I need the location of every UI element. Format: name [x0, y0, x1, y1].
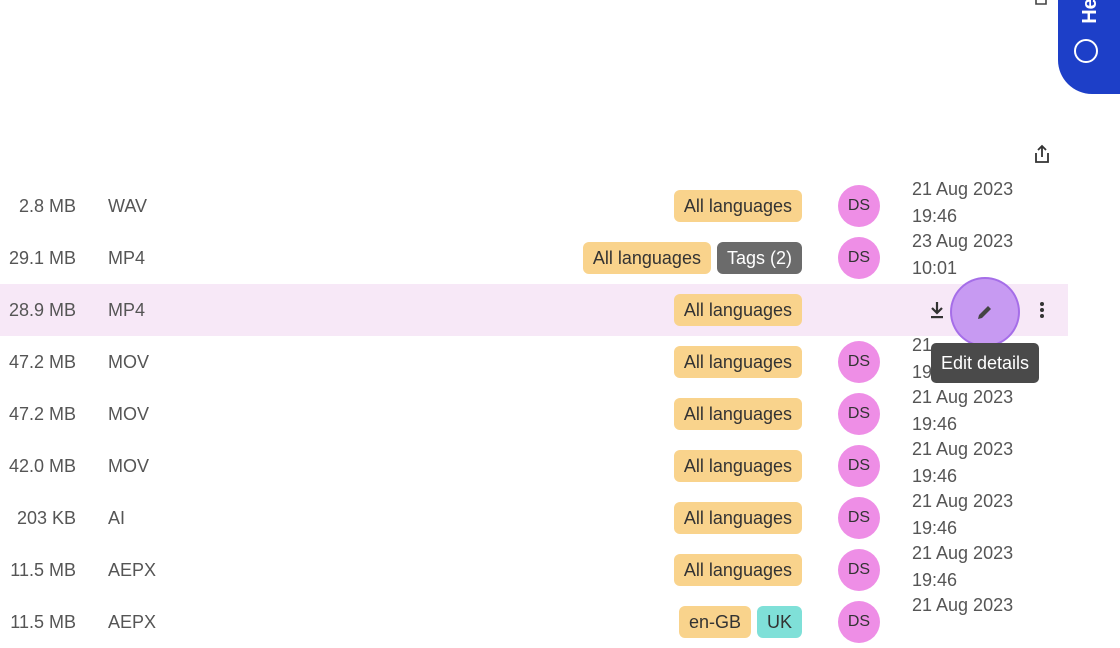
modified-time: 10:01: [912, 258, 958, 278]
file-type: AI: [108, 508, 126, 528]
tag-list: All languages: [673, 180, 802, 232]
table-row[interactable]: 203 KB AI All languages DS 21 Aug 2023 19:46: [0, 491, 1068, 544]
table-row[interactable]: 2.8 MB WAV All languages DS 21 Aug 2023 19:46: [0, 179, 1068, 232]
modified-time: 19:46: [912, 570, 958, 590]
file-type: MOV: [108, 404, 150, 424]
modified-date: 21 Aug 2023: [912, 543, 1014, 563]
file-size: 29.1 MB: [8, 248, 76, 268]
avatar: DS: [838, 601, 880, 643]
language-badge: en-GB: [678, 606, 751, 638]
avatar: DS: [838, 393, 880, 435]
file-size: 11.5 MB: [10, 612, 76, 632]
tags-badge[interactable]: Tags (2): [716, 242, 802, 274]
tag-list: All languages: [673, 284, 802, 336]
pencil-icon: [978, 306, 991, 319]
modified-date: 21 Aug 2023: [912, 491, 1014, 511]
file-type: MOV: [108, 456, 150, 476]
language-badge: All languages: [673, 554, 802, 586]
tag-list: All languages: [673, 544, 802, 596]
more-options-button[interactable]: [1032, 284, 1052, 336]
file-size: 11.5 MB: [10, 560, 76, 580]
more-vertical-icon: [1040, 302, 1044, 318]
modified-date: 23 Aug 2023: [912, 231, 1014, 251]
region-badge: UK: [756, 606, 802, 638]
tag-list: All languages: [673, 388, 802, 440]
language-badge: All languages: [582, 242, 711, 274]
modified-date: 21: [912, 335, 933, 355]
modified-datetime: 21 Aug 2023 19:46: [912, 540, 1013, 594]
modified-datetime: 23 Aug 2023 10:01: [912, 228, 1013, 282]
file-type: MP4: [108, 248, 146, 268]
download-icon: [931, 302, 943, 319]
tag-list: All languages: [673, 492, 802, 544]
modified-datetime: 21 Aug 2023: [912, 592, 1013, 619]
language-badge: All languages: [673, 502, 802, 534]
table-row[interactable]: 28.9 MB MP4 All languages: [0, 284, 1068, 336]
avatar: DS: [838, 549, 880, 591]
share-icon[interactable]: [1031, 143, 1053, 165]
file-size: 203 KB: [16, 508, 76, 528]
download-button[interactable]: [926, 284, 948, 336]
modified-datetime: 21 Aug 2023 19:46: [912, 436, 1013, 490]
file-size: 47.2 MB: [8, 404, 76, 424]
modified-date: 21 Aug 2023: [912, 179, 1014, 199]
table-row[interactable]: 42.0 MB MOV All languages DS 21 Aug 2023 19:4…: [0, 439, 1068, 492]
help-tab[interactable]: He: [1058, 0, 1120, 94]
language-badge: All languages: [673, 398, 802, 430]
language-badge: All languages: [673, 190, 802, 222]
file-type: MOV: [108, 352, 150, 372]
file-size: 42.0 MB: [8, 456, 76, 476]
external-link-icon[interactable]: [1034, 0, 1048, 6]
avatar: DS: [838, 237, 880, 279]
file-size: 28.9 MB: [8, 300, 76, 320]
modified-datetime: 21 Aug 2023 19:46: [912, 488, 1013, 542]
modified-time: 19:46: [912, 206, 958, 226]
modified-time: 19:46: [912, 414, 958, 434]
avatar: DS: [838, 497, 880, 539]
avatar: DS: [838, 185, 880, 227]
modified-date: 21 Aug 2023: [912, 595, 1014, 615]
avatar: DS: [838, 341, 880, 383]
table-row[interactable]: 11.5 MB AEPX All languages DS 21 Aug 2023 19:…: [0, 543, 1068, 596]
modified-datetime: 21 Aug 2023 19:46: [912, 384, 1013, 438]
language-badge: All languages: [673, 346, 802, 378]
language-badge: All languages: [673, 450, 802, 482]
modified-date: 21 Aug 2023: [912, 439, 1014, 459]
avatar: DS: [838, 445, 880, 487]
language-badge: All languages: [673, 294, 802, 326]
modified-datetime: 21 Aug 2023 19:46: [912, 176, 1013, 230]
file-size: 2.8 MB: [18, 196, 76, 216]
help-circle-icon: [1074, 39, 1098, 63]
edit-details-tooltip: Edit details: [931, 343, 1040, 383]
tag-list: All languages: [673, 440, 802, 492]
modified-date: 21 Aug 2023: [912, 387, 1014, 407]
file-size: 47.2 MB: [8, 352, 76, 372]
edit-details-button[interactable]: [952, 279, 1018, 345]
tag-list: All languages: [673, 336, 802, 388]
table-row[interactable]: 47.2 MB MOV All languages DS 21 Aug 2023 19:4…: [0, 387, 1068, 440]
file-type: MP4: [108, 300, 146, 320]
modified-time: 19: [912, 362, 933, 382]
file-type: AEPX: [108, 612, 157, 632]
modified-time: 19:46: [912, 518, 958, 538]
file-type: AEPX: [108, 560, 157, 580]
help-tab-label: He: [1079, 0, 1101, 24]
file-type: WAV: [108, 196, 147, 216]
modified-time: 19:46: [912, 466, 958, 486]
